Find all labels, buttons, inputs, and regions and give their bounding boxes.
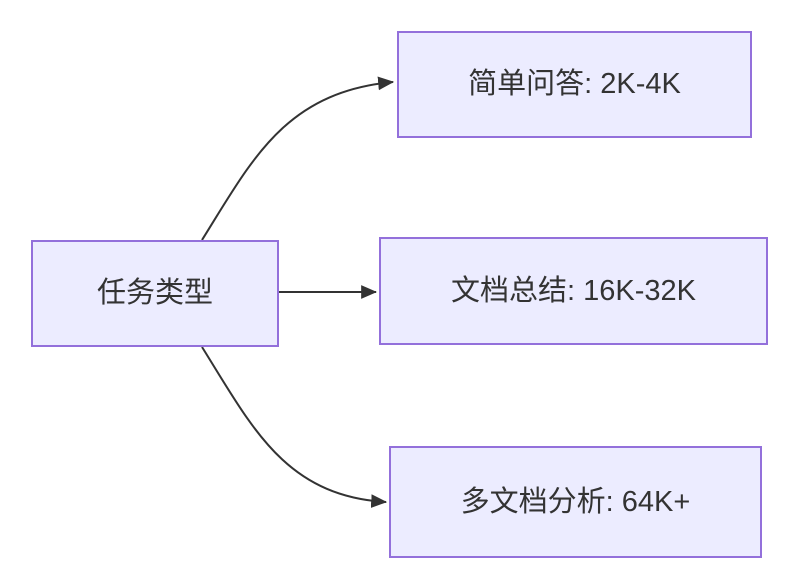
node-multi-doc-analysis-label: 多文档分析: 64K+ <box>460 485 691 518</box>
node-doc-summary: 文档总结: 16K-32K <box>379 237 768 345</box>
node-task-type: 任务类型 <box>31 240 279 347</box>
node-task-type-label: 任务类型 <box>96 277 213 309</box>
node-doc-summary-label: 文档总结: 16K-32K <box>451 274 696 307</box>
node-simple-qa-label: 简单问答: 2K-4K <box>468 68 681 100</box>
edge-root-to-branch-2 <box>201 346 388 508</box>
node-simple-qa: 简单问答: 2K-4K <box>397 31 752 138</box>
node-multi-doc-analysis: 多文档分析: 64K+ <box>389 446 762 558</box>
edge-root-to-branch-0 <box>201 76 395 241</box>
